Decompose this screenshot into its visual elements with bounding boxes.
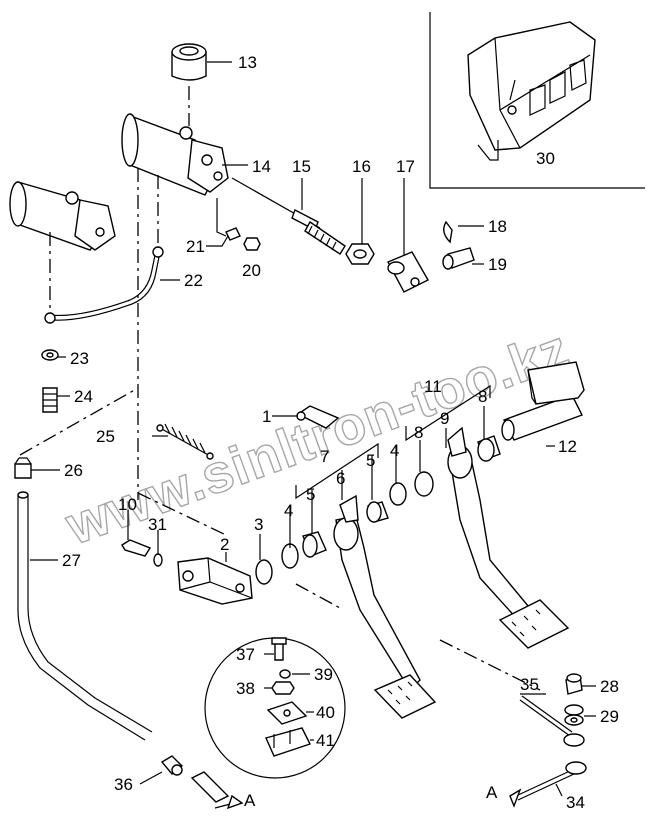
fitting-36: [160, 755, 184, 776]
label-35: 35: [520, 675, 539, 694]
pipe-end: [190, 771, 230, 803]
label-21: 21: [186, 237, 205, 256]
clamp-41: [265, 727, 311, 757]
label-29: 29: [600, 707, 619, 726]
label-37: 37: [236, 645, 255, 664]
label-39: 39: [314, 665, 333, 684]
label-22: 22: [184, 271, 203, 290]
label-24: 24: [74, 387, 93, 406]
label-5a: 5: [306, 485, 315, 504]
label-4b: 4: [390, 441, 399, 460]
nut-38: [271, 681, 295, 695]
label-10: 10: [118, 495, 137, 514]
pedal-shaft-parts: [281, 482, 407, 569]
brake-line-22: [44, 246, 164, 324]
washers-29: [564, 704, 584, 726]
master-cylinder-14: [121, 113, 229, 196]
pedal-shaft-12: [501, 361, 585, 441]
label-3: 3: [254, 515, 263, 534]
slave-cylinder: [9, 181, 116, 251]
label-8a: 8: [414, 423, 423, 442]
bolt-37: [271, 637, 287, 661]
washer-31: [153, 553, 163, 567]
label-7: 7: [320, 447, 329, 466]
label-27: 27: [62, 551, 81, 570]
oring-3: [255, 559, 273, 585]
nut-20: [243, 237, 261, 251]
washer-23: [41, 349, 59, 361]
label-15: 15: [292, 157, 311, 176]
rod-34: [509, 761, 587, 808]
label-41: 41: [316, 731, 335, 750]
label-11: 11: [424, 377, 442, 396]
label-38: 38: [236, 679, 255, 698]
label-A-right: A: [486, 783, 498, 802]
clutch-pedal: [333, 494, 437, 719]
label-34: 34: [566, 793, 585, 812]
clevis-17: [387, 251, 429, 293]
bracket-2: [177, 557, 253, 605]
plate-40: [266, 701, 308, 725]
bolt-24: [42, 387, 58, 413]
label-19: 19: [488, 255, 507, 274]
hose-27: [17, 491, 153, 741]
label-36: 36: [114, 775, 133, 794]
watermark: www.sinltron-too.kz: [58, 319, 577, 557]
label-5b: 5: [366, 451, 375, 470]
label-30: 30: [536, 149, 555, 168]
clevis-pin-19: [442, 247, 475, 270]
fitting-26: [14, 457, 32, 479]
label-9: 9: [440, 409, 449, 428]
label-14: 14: [252, 157, 271, 176]
label-31: 31: [148, 515, 167, 534]
return-spring-25: [156, 423, 214, 460]
label-A-left: A: [244, 791, 256, 810]
label-40: 40: [316, 703, 335, 722]
bolt-28: [565, 673, 583, 695]
rod-35: [519, 695, 585, 747]
label-4a: 4: [284, 501, 293, 520]
label-2: 2: [220, 535, 229, 554]
cotter-pin-18: [443, 220, 453, 244]
fitting-21: [225, 227, 241, 241]
boot-13: [171, 43, 207, 81]
pushrod-15: [231, 177, 346, 255]
label-26: 26: [64, 461, 83, 480]
clip-1: [296, 405, 340, 429]
label-25: 25: [96, 427, 115, 446]
label-28: 28: [600, 677, 619, 696]
washer-39: [279, 669, 291, 679]
label-12: 12: [558, 437, 577, 456]
label-6: 6: [336, 469, 345, 488]
bolt-10: [121, 539, 152, 557]
label-16: 16: [352, 157, 371, 176]
pedal-bracket-box-30: [467, 21, 596, 161]
label-17: 17: [396, 157, 415, 176]
brake-pedal: [414, 426, 570, 649]
label-1: 1: [262, 407, 271, 426]
label-8b: 8: [478, 387, 487, 406]
label-18: 18: [488, 217, 507, 236]
nut-16: [345, 243, 375, 265]
inset-frame: [429, 12, 645, 189]
label-23: 23: [70, 349, 89, 368]
arrow-A-left: [214, 794, 244, 810]
label-20: 20: [242, 261, 261, 280]
label-13: 13: [238, 53, 257, 72]
